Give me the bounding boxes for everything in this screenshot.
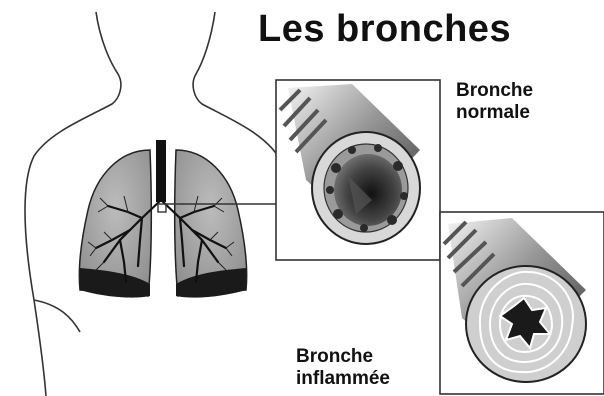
lungs [79,140,246,298]
inflamed-label-line2: inflammée [296,368,390,390]
inflamed-bronchus-panel [440,212,604,394]
normal-bronchus-label: Bronche normale [456,80,533,124]
page-title: Les bronches [258,8,511,52]
inflamed-bronchus-label: Bronche inflammée [296,346,390,390]
trachea [156,140,166,202]
normal-label-line1: Bronche [456,80,533,102]
normal-bronchus-panel [276,80,440,260]
inflamed-label-line1: Bronche [296,346,390,368]
normal-label-line2: normale [456,102,533,124]
